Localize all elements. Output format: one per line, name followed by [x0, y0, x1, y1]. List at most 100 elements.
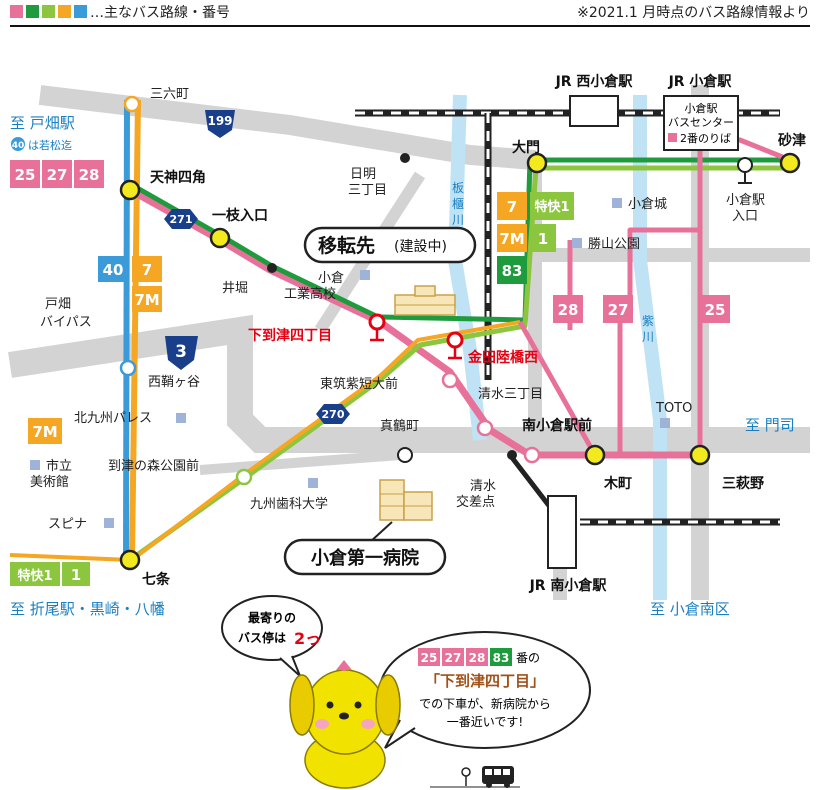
label-shimizu-kosaten-2: 交差点 — [456, 494, 495, 510]
bubble-left-line2: バス停は — [238, 630, 286, 645]
badge-1-daimon-label: 1 — [538, 230, 548, 248]
route-blue-vertical — [123, 99, 130, 561]
hospital-building-icon — [379, 479, 433, 521]
badge-tokkai1-left-label: 特快1 — [17, 568, 52, 584]
label-dir-tobata-note: は若松迄 — [28, 138, 72, 152]
badge-28 — [74, 160, 104, 188]
bubble-right: 25 27 28 83 番の 「下到津四丁目」 での下車が、新病院から 一番近い… — [379, 631, 591, 749]
badge-40 — [98, 256, 128, 282]
labels: 三六町 天神四角 一枝入口 井堀 日明 三丁目 下到津四丁目 金田陸橋西 西鞘ヶ… — [10, 87, 806, 618]
stop-shimizu-kosaten — [507, 450, 517, 460]
label-dir-tobata-num: 40 — [12, 141, 25, 151]
label-ichishi: 一枝入口 — [212, 207, 268, 224]
badge-1-left — [62, 562, 90, 586]
badge-83-label: 83 — [502, 262, 523, 280]
label-kogyo-1: 小倉 — [318, 271, 344, 286]
road-small — [199, 450, 401, 475]
badge-27 — [42, 160, 72, 188]
label-river-murasaki-2: 川 — [642, 330, 654, 344]
label-nichome-2: 三丁目 — [348, 183, 387, 198]
label-nanajo: 七条 — [142, 571, 171, 588]
badge-28-label: 28 — [79, 166, 100, 184]
road-sign-3-label: 3 — [175, 342, 187, 362]
label-sanroku: 三六町 — [150, 87, 189, 102]
station-nishi-kokura-box — [569, 95, 619, 127]
label-shika: 九州歯科大学 — [250, 496, 328, 512]
stop-tenjin — [119, 179, 141, 201]
landmark-palace-marker — [176, 413, 186, 423]
label-shimizu-kosaten-1: 清水 — [470, 479, 496, 494]
badge-7-left — [132, 256, 162, 282]
legend-text: …主なバス路線・番号 — [90, 5, 230, 21]
label-higashi: 東筑紫短大前 — [320, 376, 398, 392]
bubble-right-stop: 「下到津四丁目」 — [425, 672, 545, 690]
bubble-right-num-27: 27 — [445, 651, 462, 665]
stop-shimizu3 — [476, 419, 494, 437]
stop-koen — [235, 468, 253, 486]
road-3 — [8, 314, 810, 453]
bubble-right-num-25: 25 — [421, 651, 438, 665]
new-hospital-building-icon — [394, 285, 456, 316]
landmark-kokura-jo-marker — [612, 198, 622, 208]
river-murasaki — [633, 95, 667, 600]
bubble-right-line4: 一番近いです! — [447, 715, 523, 729]
callout-hospital: 小倉第一病院 — [283, 521, 447, 576]
bubble-left: 最寄りの バス停は 2っ — [221, 595, 323, 677]
legend-swatch-green — [26, 5, 39, 18]
route-orange-vertical — [129, 99, 141, 561]
label-mihagino: 三萩野 — [722, 475, 764, 492]
road-sign-271 — [164, 209, 198, 229]
label-sunatsu: 砂津 — [777, 132, 806, 149]
stop-ibori — [267, 263, 277, 273]
label-manazuru: 真鶴町 — [380, 418, 419, 434]
legend-swatch-blue — [74, 5, 87, 18]
bubble-right-suffix: 番の — [516, 651, 540, 665]
badge-7m-daimon — [497, 224, 527, 252]
label-kimachi: 木町 — [603, 475, 632, 492]
badge-25-mid — [700, 295, 730, 323]
badge-27-mid-label: 27 — [608, 301, 629, 319]
bus-center-swatch — [668, 133, 677, 142]
label-katsuyama: 勝山公園 — [588, 237, 640, 252]
landmark-museum-marker — [30, 460, 40, 470]
label-dir-moji: 至 門司 — [745, 416, 795, 434]
label-dir-orio: 至 折尾駅・黒崎・八幡 — [10, 600, 165, 618]
callout-new-site: 移転先 (建設中) — [303, 226, 477, 264]
road-sign-271-label: 271 — [170, 213, 193, 226]
bus-stops — [119, 95, 801, 571]
label-bypass-1: 戸畑 — [45, 297, 71, 312]
badge-7m-daimon-label: 7M — [499, 230, 524, 248]
label-nishisakugaya: 西鞘ヶ谷 — [148, 375, 200, 390]
badge-7m-left — [132, 286, 162, 312]
stop-daimon — [526, 152, 548, 174]
bus-center-line1: 小倉駅 — [685, 101, 718, 115]
rivers — [447, 94, 667, 600]
label-kokura-iriguchi-2: 入口 — [732, 209, 758, 224]
badge-40-label: 40 — [103, 261, 124, 279]
legend-swatch-lime — [42, 5, 55, 18]
station-nishi-kokura: JR 西小倉駅 — [555, 73, 634, 90]
road-sign-3 — [165, 336, 198, 370]
bus-stop-sign-icon — [430, 767, 520, 788]
legend-swatch-pink — [10, 5, 23, 18]
stop-ichishi — [209, 227, 231, 249]
stop-nanajo — [119, 549, 141, 571]
bubble-right-num-28: 28 — [469, 651, 486, 665]
badge-7m-palace — [28, 418, 62, 444]
station-minami-kokura: JR 南小倉駅 — [529, 577, 608, 594]
label-koen: 到津の森公園前 — [108, 458, 199, 474]
route-badges: 25 27 28 40 7 7M 7M 特快1 1 7 特快1 7M 1 83 … — [10, 160, 730, 586]
badge-tokkai1-daimon-label: 特快1 — [534, 199, 569, 215]
badge-tokkai1-daimon — [530, 192, 574, 220]
stop-nishisakugaya — [119, 359, 137, 377]
stop-higashi — [441, 371, 459, 389]
label-museum-1: 市立 — [46, 458, 72, 474]
river-itabitsu — [447, 94, 487, 441]
stop-kanada-marker — [446, 331, 464, 349]
badge-1-daimon — [530, 224, 556, 252]
label-shimo: 下到津四丁目 — [248, 327, 332, 344]
road-signs: 199 3 271 270 — [164, 110, 350, 424]
route-orange-diagonal — [9, 320, 521, 562]
mascot-dog-icon — [289, 660, 401, 789]
badge-1-left-label: 1 — [71, 566, 81, 584]
